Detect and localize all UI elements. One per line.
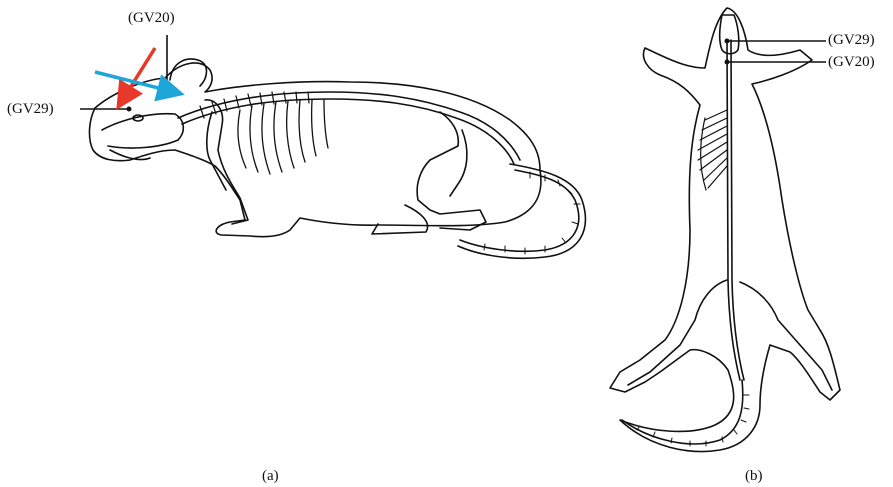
rat-b-body-outline xyxy=(610,8,840,451)
gv20-b-point xyxy=(725,60,730,65)
gv20-label-a: (GV20) xyxy=(128,10,175,26)
gv29-a-point xyxy=(127,107,132,112)
gv29-b-point xyxy=(725,39,730,44)
rat-a-hind-leg xyxy=(417,112,486,230)
gv29-label-b: (GV29) xyxy=(828,32,875,48)
gv20-label-b: (GV20) xyxy=(828,54,875,70)
red-needle-arrow xyxy=(120,48,155,104)
rat-a-ribcage xyxy=(238,100,328,174)
caption-b: (b) xyxy=(745,468,763,484)
rat-b-ribcage xyxy=(698,110,727,190)
gv29-label-a: (GV29) xyxy=(7,101,54,117)
rat-b-hind-limb xyxy=(628,280,727,385)
rat-b-spine xyxy=(727,40,740,380)
caption-a: (a) xyxy=(262,468,279,484)
rat-a-spine xyxy=(178,92,520,160)
rat-b-skull xyxy=(720,15,739,54)
